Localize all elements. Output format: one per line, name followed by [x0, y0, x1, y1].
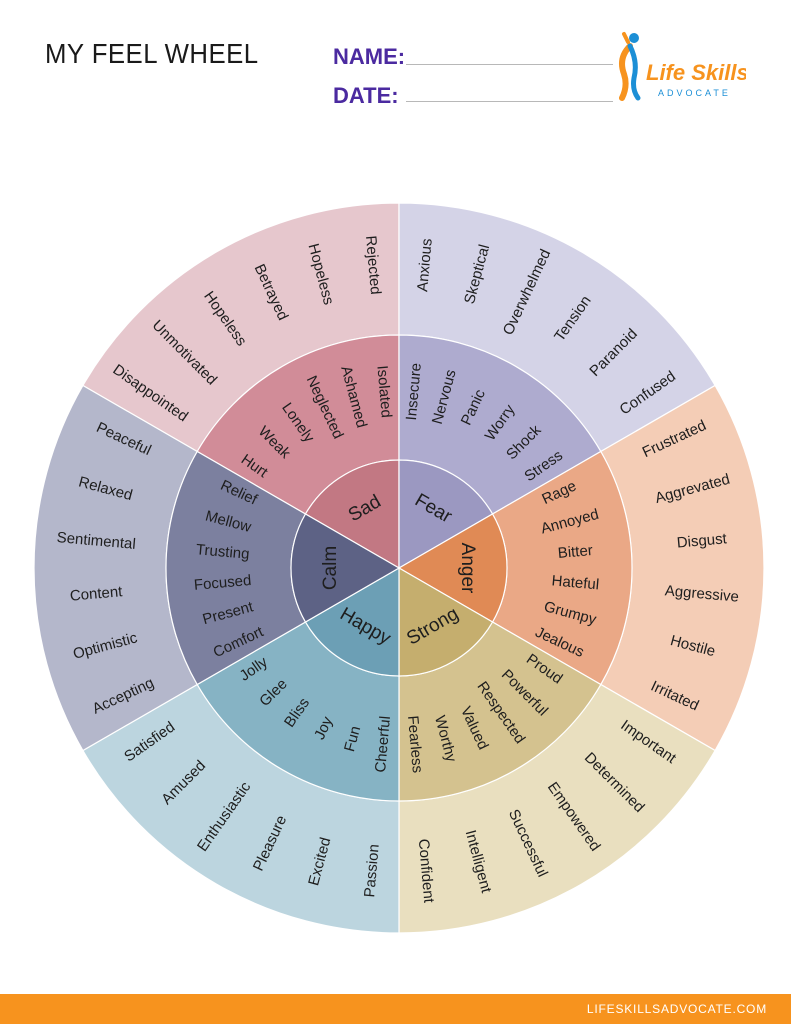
calm-middle-label: Focused — [193, 572, 252, 594]
anger-middle-label: Bitter — [557, 542, 593, 562]
happy-core-segment — [304, 566, 400, 677]
sad-outer-label: Rejected — [362, 235, 384, 295]
name-field[interactable] — [406, 64, 613, 65]
logo-line2: ADVOCATE — [658, 88, 731, 98]
logo-line1: Life Skills — [646, 60, 746, 85]
date-field[interactable] — [406, 101, 613, 102]
sad-core-segment — [304, 459, 400, 570]
calm-core-label: Calm — [320, 546, 341, 590]
footer-url: LIFESKILLSADVOCATE.COM — [586, 1002, 767, 1016]
anger-outer-label: Disgust — [676, 530, 728, 551]
sad-middle-label: Isolated — [373, 365, 395, 419]
page-title: MY FEEL WHEEL — [45, 38, 259, 69]
person-figure-icon — [619, 32, 641, 101]
strong-outer-label: Confident — [415, 838, 438, 904]
fear-outer-label: Anxious — [414, 238, 436, 293]
anger-core-label: Anger — [457, 543, 478, 594]
footer-bar: LIFESKILLSADVOCATE.COM — [0, 994, 791, 1024]
calm-outer-label: Content — [69, 583, 124, 605]
strong-core-segment — [398, 566, 494, 677]
name-label: NAME: — [333, 44, 406, 69]
happy-middle-label: Cheerful — [372, 715, 394, 773]
life-skills-advocate-logo: Life Skills ADVOCATE — [619, 32, 746, 101]
fear-middle-label: Insecure — [403, 362, 425, 421]
anger-middle-label: Hateful — [551, 572, 600, 593]
calm-core-segment — [290, 513, 401, 623]
calm-outer-label: Sentimental — [56, 529, 136, 553]
strong-middle-label: Fearless — [404, 715, 426, 774]
anger-outer-label: Aggressive — [664, 582, 739, 605]
happy-outer-label: Passion — [361, 843, 383, 898]
date-label: DATE: — [333, 83, 399, 108]
anger-core-segment — [397, 513, 508, 623]
fear-core-segment — [398, 459, 494, 570]
calm-middle-label: Trusting — [195, 541, 250, 563]
happy-middle-label: Fun — [341, 724, 364, 753]
